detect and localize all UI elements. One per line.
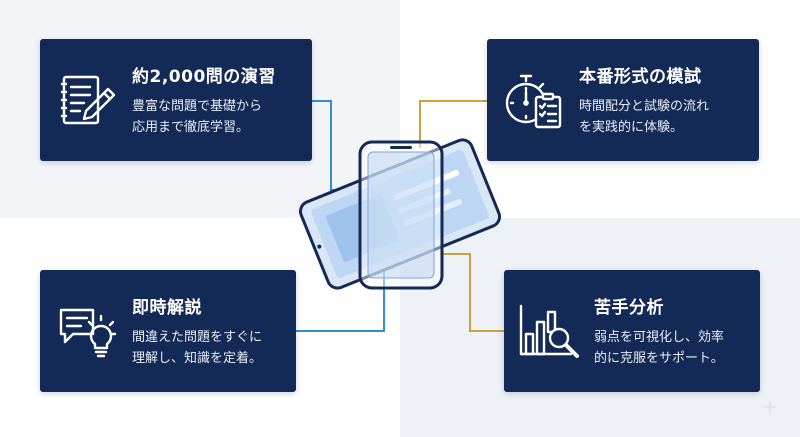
notepad-pencil-icon	[54, 69, 120, 131]
feature-title-explanation: 即時解説	[132, 298, 202, 318]
feature-card-practice: 約2,000問の演習 豊富な問題で基礎から 応用まで徹底学習。	[40, 39, 312, 161]
sparkle-icon	[762, 399, 778, 415]
upright-phone	[358, 140, 444, 290]
feature-title-mock-exam: 本番形式の模試	[579, 67, 702, 87]
feature-desc-mock-exam-line2: を実践的に体験。	[579, 120, 684, 135]
feature-desc-practice-line1: 豊富な問題で基礎から	[132, 99, 263, 114]
feature-card-explanation: 即時解説 間違えた問題をすぐに 理解し、知識を定着。	[40, 270, 296, 392]
speech-bubble-lightbulb-icon	[54, 300, 120, 362]
connector-explanation	[296, 270, 385, 332]
smartphone-illustration	[290, 128, 510, 298]
feature-desc-explanation-line2: 理解し、知識を定着。	[132, 351, 263, 366]
feature-title-practice: 約2,000問の演習	[132, 67, 276, 87]
feature-card-mock-exam: 本番形式の模試 時間配分と試験の流れ を実践的に体験。	[487, 39, 759, 161]
feature-desc-explanation-line1: 間違えた問題をすぐに	[132, 330, 263, 345]
feature-card-analysis: 苦手分析 弱点を可視化し、効率 的に克服をサポート。	[504, 270, 760, 392]
connector-analysis	[440, 253, 504, 332]
stopwatch-checklist-icon	[501, 69, 567, 131]
connector-mock-exam	[419, 100, 487, 148]
feature-title-analysis: 苦手分析	[594, 298, 664, 318]
feature-desc-mock-exam-line1: 時間配分と試験の流れ	[579, 99, 710, 114]
feature-desc-practice-line2: 応用まで徹底学習。	[132, 120, 250, 135]
feature-desc-analysis-line1: 弱点を可視化し、効率	[594, 330, 725, 345]
bar-chart-magnifier-icon	[514, 300, 584, 362]
feature-desc-analysis-line2: 的に克服をサポート。	[594, 351, 724, 366]
